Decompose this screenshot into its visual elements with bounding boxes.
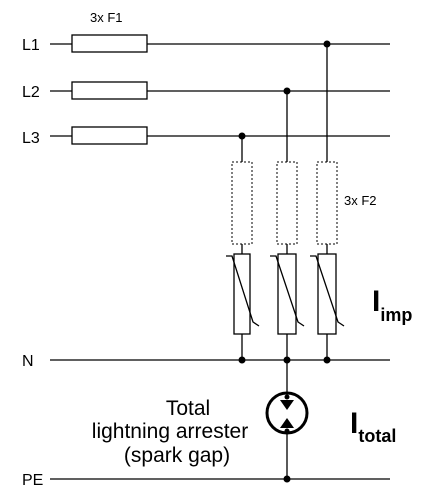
fuse-f1-label: 3x F1 <box>90 10 123 25</box>
varistor-2 <box>277 253 297 335</box>
junction-l1 <box>323 40 331 48</box>
terminal-n-label: N <box>22 353 34 370</box>
junction-l2 <box>283 87 291 95</box>
fuse-f2-1 <box>231 161 253 245</box>
terminal-pe-label: PE <box>22 472 43 489</box>
arrester-description-line-2: lightning arrester <box>92 420 248 443</box>
varistor-2-slash <box>270 255 305 327</box>
arrester-description-line-1: Total <box>166 397 210 420</box>
junction-n-1 <box>238 356 246 364</box>
varistor-3 <box>317 253 337 335</box>
junction-n-3 <box>323 356 331 364</box>
fuse-f1-l1 <box>71 34 148 53</box>
varistor-1 <box>233 253 251 335</box>
varistor-3-slash <box>310 255 345 327</box>
total-current-label: Itotal <box>350 407 396 446</box>
junction-l3 <box>238 132 246 140</box>
spark-gap-lower-dot <box>284 428 290 434</box>
fuse-f1-l3 <box>71 126 148 145</box>
spark-gap-upper-dot <box>284 394 290 400</box>
impulse-current-label: Iimp <box>372 285 412 325</box>
terminal-l1-label: L1 <box>22 37 40 54</box>
terminal-l3-label: L3 <box>22 130 40 147</box>
spark-gap-lower-electrode <box>280 418 294 428</box>
fuse-f2-2 <box>276 161 298 245</box>
fuse-f1-l2 <box>71 81 148 100</box>
spark-gap-upper-electrode <box>280 400 294 410</box>
junction-pe <box>283 475 291 483</box>
varistor-1-slash <box>226 255 260 327</box>
junction-n-2 <box>283 356 291 364</box>
fuse-f2-3 <box>316 161 338 245</box>
fuse-f2-label: 3x F2 <box>344 193 377 208</box>
arrester-description-line-3: (spark gap) <box>124 444 230 467</box>
terminal-l2-label: L2 <box>22 84 40 101</box>
